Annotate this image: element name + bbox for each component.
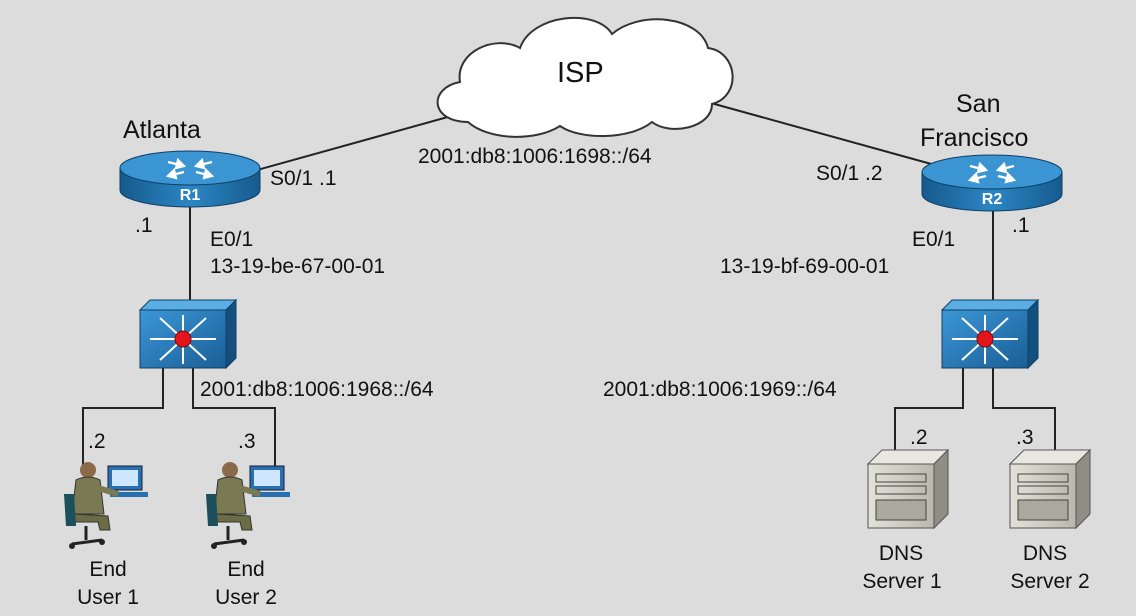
r2-eth-iface-label: E0/1	[912, 228, 956, 251]
r2-eth-host-label: .1	[1012, 214, 1030, 237]
isp-cloud-icon	[436, 16, 734, 138]
link-switch2-server2	[992, 368, 1056, 455]
router-r2-name: R2	[982, 191, 1003, 208]
atlanta-site-label: Atlanta	[123, 116, 201, 144]
server-2-name-line2: Server 2	[1010, 570, 1090, 593]
wan-network-label: 2001:db8:1006:1698::/64	[418, 145, 652, 168]
end-user-1-icon	[64, 462, 148, 549]
r1-mac-label: 13-19-be-67-00-01	[210, 255, 386, 278]
user-2-addr-label: .3	[238, 430, 256, 453]
r2-mac-label: 13-19-bf-69-00-01	[720, 255, 890, 278]
user-1-addr-label: .2	[88, 430, 106, 453]
server-1-name-line1: DNS	[878, 542, 924, 565]
dns-server-1-icon	[866, 448, 950, 530]
isp-label: ISP	[557, 57, 604, 89]
r1-eth-host-label: .1	[135, 214, 153, 237]
server-2-name-line1: DNS	[1022, 542, 1068, 565]
link-isp-r2	[699, 99, 936, 166]
user-1-name-line2: User 1	[77, 586, 139, 609]
link-r1-isp	[249, 114, 456, 173]
server-2-addr-label: .3	[1016, 426, 1034, 449]
router-r2-icon	[921, 154, 1063, 212]
user-1-name-line1: End	[89, 558, 127, 581]
user-2-name-line1: End	[227, 558, 265, 581]
sf-site-label-line2: Francisco	[920, 124, 1029, 152]
switch-sanfrancisco-icon	[940, 298, 1040, 370]
link-switch1-user1	[82, 365, 164, 468]
r2-serial-label: S0/1 .2	[816, 162, 883, 185]
sf-site-label-line1: San	[956, 90, 1001, 118]
server-1-addr-label: .2	[910, 426, 928, 449]
router-r1-icon	[119, 150, 261, 208]
atlanta-lan-label: 2001:db8:1006:1968::/64	[200, 378, 434, 401]
end-user-2-icon	[206, 462, 290, 549]
dns-server-2-icon	[1008, 448, 1092, 530]
links	[82, 99, 1056, 468]
server-1-name-line2: Server 1	[862, 570, 942, 593]
r1-serial-label: S0/1 .1	[270, 167, 337, 190]
switch-atlanta-icon	[138, 298, 238, 370]
router-r1-name: R1	[180, 187, 201, 204]
user-2-name-line2: User 2	[215, 586, 277, 609]
r1-eth-iface-label: E0/1	[210, 228, 254, 251]
link-switch1-user2	[192, 365, 276, 468]
link-switch2-server1	[894, 368, 964, 455]
sf-lan-label: 2001:db8:1006:1969::/64	[603, 378, 837, 401]
